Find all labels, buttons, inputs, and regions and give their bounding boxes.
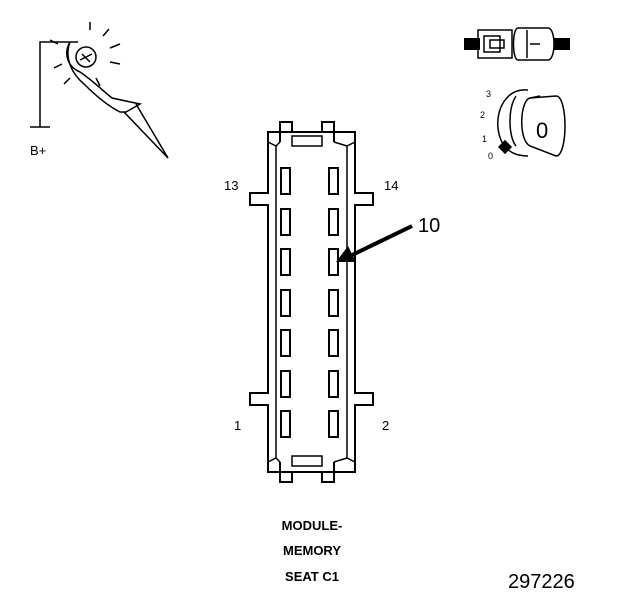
ignition-key-icon [497, 89, 566, 157]
connector-halves-icon [464, 27, 570, 61]
ignition-pos-3: 3 [486, 89, 491, 99]
pin-label-2: 2 [382, 418, 389, 433]
cavity-14 [328, 167, 339, 195]
cavity-7 [280, 289, 291, 317]
cavity-8 [328, 289, 339, 317]
cavity-13 [280, 167, 291, 195]
test-lamp-icon [30, 22, 169, 159]
connector-title-line-1: MODULE- [282, 518, 343, 533]
cavity-1 [280, 410, 291, 438]
cavity-2 [328, 410, 339, 438]
cavity-6 [328, 329, 339, 357]
cavity-3 [280, 370, 291, 398]
callout-label: 10 [418, 215, 440, 237]
connector-title-line-3: SEAT C1 [285, 569, 339, 584]
connector-cavities [280, 167, 339, 438]
pin-label-1: 1 [234, 418, 241, 433]
ignition-pos-1: 1 [482, 134, 487, 144]
ignition-pos-2: 2 [480, 110, 485, 120]
pin-label-13: 13 [224, 178, 238, 193]
cavity-11 [280, 208, 291, 236]
ignition-pos-0: 0 [488, 151, 493, 161]
cavity-5 [280, 329, 291, 357]
connector-title-line-2: MEMORY [283, 543, 341, 558]
figure-number: 297226 [508, 571, 575, 593]
pin-label-14: 14 [384, 178, 398, 193]
cavity-9 [280, 248, 291, 276]
cavity-12 [328, 208, 339, 236]
probe-label: B+ [30, 143, 46, 158]
ignition-key-label: 0 [536, 118, 548, 143]
cavity-4 [328, 370, 339, 398]
connector-face [249, 121, 374, 483]
callout-arrow [336, 224, 413, 262]
